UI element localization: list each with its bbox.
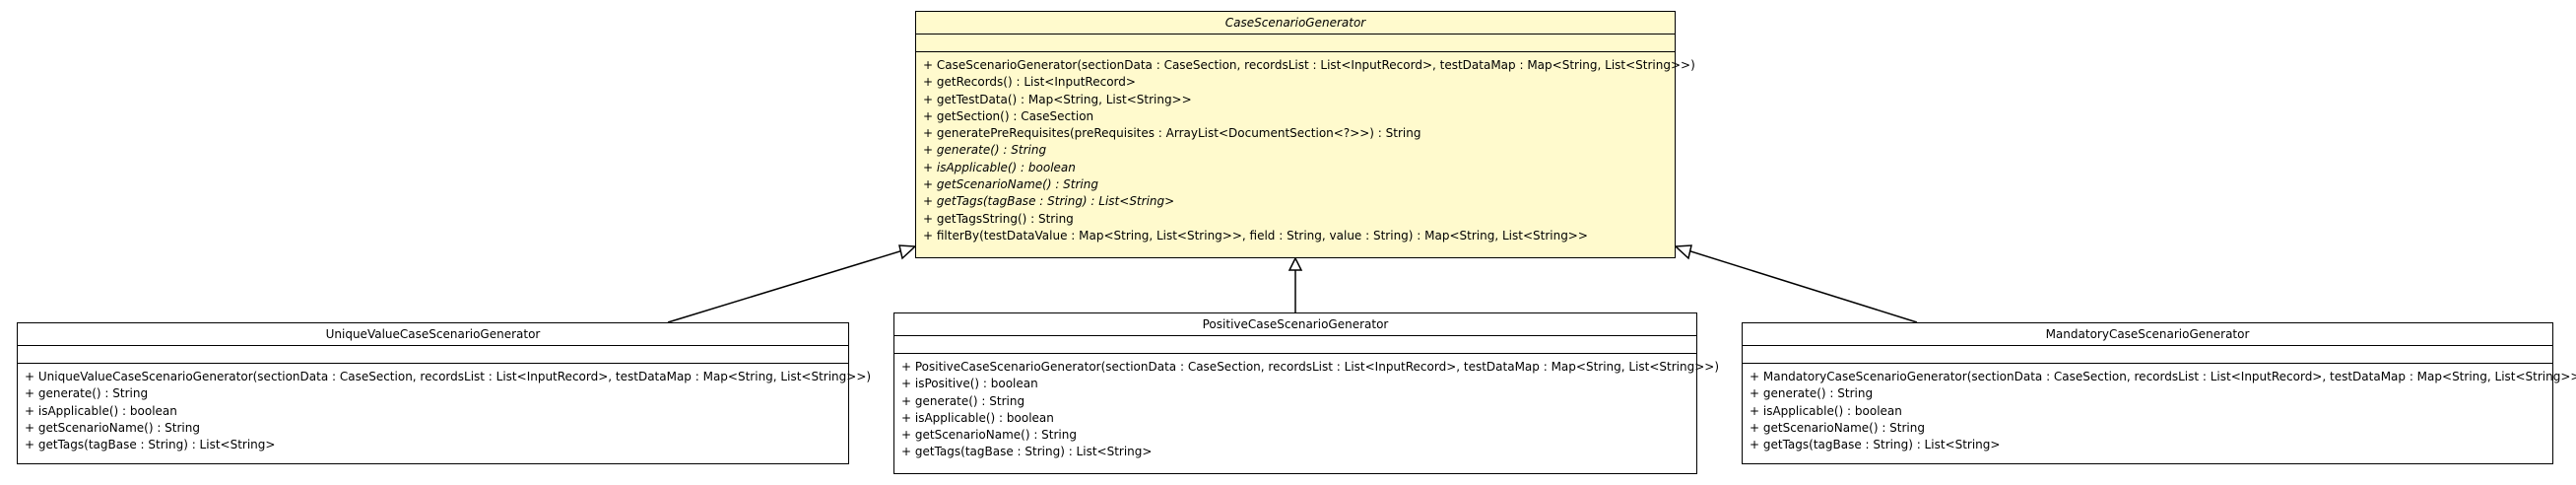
operation: + PositiveCaseScenarioGenerator(sectionD… xyxy=(901,360,1720,374)
class-positive-case-scenario-generator[interactable]: PositiveCaseScenarioGenerator + Positive… xyxy=(893,312,1720,474)
operation: + getTagsString() : String xyxy=(923,211,1074,226)
operation: + getScenarioName() : String xyxy=(1750,420,1925,435)
operation: + getSection() : CaseSection xyxy=(923,108,1094,123)
operation: + generate() : String xyxy=(25,386,149,401)
class-case-scenario-generator[interactable]: CaseScenarioGenerator + CaseScenarioGene… xyxy=(915,11,1695,258)
attributes-compartment xyxy=(1743,346,2552,364)
operation: + getTags(tagBase : String) : List<Strin… xyxy=(1750,438,2001,452)
operation: + getScenarioName() : String xyxy=(901,428,1077,443)
class-name: CaseScenarioGenerator xyxy=(916,12,1675,35)
attributes-compartment xyxy=(18,346,848,364)
operation: + getTestData() : Map<String, List<Strin… xyxy=(923,92,1192,106)
operation: + generate() : String xyxy=(1750,386,1874,401)
operation: + isApplicable() : boolean xyxy=(923,160,1076,174)
class-name: PositiveCaseScenarioGenerator xyxy=(894,313,1696,336)
operation: + MandatoryCaseScenarioGenerator(section… xyxy=(1750,370,2576,383)
edge-unique-arrowhead xyxy=(898,244,917,260)
edge-mandatory-to-parent xyxy=(1684,248,1918,323)
operations-compartment: + CaseScenarioGenerator(sectionData : Ca… xyxy=(916,52,1695,244)
operations-compartment: + UniqueValueCaseScenarioGenerator(secti… xyxy=(18,364,872,453)
operation: + getTags(tagBase : String) : List<Strin… xyxy=(901,445,1153,459)
operation: + getScenarioName() : String xyxy=(923,177,1098,192)
operation: + generatePreRequisites(preRequisites : … xyxy=(923,126,1421,141)
operation: + UniqueValueCaseScenarioGenerator(secti… xyxy=(25,370,872,383)
operation: + getTags(tagBase : String) : List<Strin… xyxy=(923,194,1175,209)
operation: + isPositive() : boolean xyxy=(901,377,1038,391)
edge-unique-to-parent xyxy=(667,248,907,323)
operation: + getTags(tagBase : String) : List<Strin… xyxy=(25,438,276,452)
operation: + isApplicable() : boolean xyxy=(25,403,177,418)
operations-compartment: + PositiveCaseScenarioGenerator(sectionD… xyxy=(894,354,1720,461)
class-name: MandatoryCaseScenarioGenerator xyxy=(1743,323,2552,346)
operations-compartment: + MandatoryCaseScenarioGenerator(section… xyxy=(1743,364,2576,453)
edge-mandatory-arrowhead xyxy=(1674,244,1692,260)
class-mandatory-case-scenario-generator[interactable]: MandatoryCaseScenarioGenerator + Mandato… xyxy=(1742,322,2576,464)
operation: + isApplicable() : boolean xyxy=(901,410,1054,425)
operation: + getRecords() : List<InputRecord> xyxy=(923,75,1136,90)
operation: + generate() : String xyxy=(901,393,1025,408)
operation: + getScenarioName() : String xyxy=(25,420,200,435)
attributes-compartment xyxy=(894,336,1696,354)
class-name: UniqueValueCaseScenarioGenerator xyxy=(18,323,848,346)
edge-positive-arrowhead xyxy=(1288,256,1303,271)
operation: + isApplicable() : boolean xyxy=(1750,403,1902,418)
operation: + filterBy(testDataValue : Map<String, L… xyxy=(923,228,1588,242)
attributes-compartment xyxy=(916,35,1675,52)
operation: + CaseScenarioGenerator(sectionData : Ca… xyxy=(923,58,1695,72)
operation: + generate() : String xyxy=(923,143,1047,158)
class-unique-value-case-scenario-generator[interactable]: UniqueValueCaseScenarioGenerator + Uniqu… xyxy=(17,322,872,464)
